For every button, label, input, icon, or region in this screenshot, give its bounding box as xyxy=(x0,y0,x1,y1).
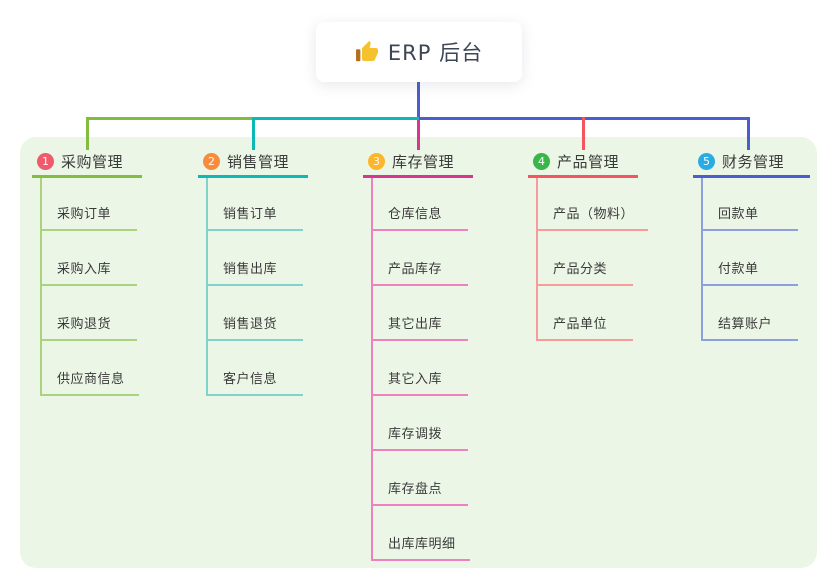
child-node-5-1[interactable]: 回款单 xyxy=(701,196,798,231)
branch-2-label: 销售管理 xyxy=(227,153,290,171)
branch-2-drop-line xyxy=(252,117,255,150)
branch-4-label: 产品管理 xyxy=(557,153,620,171)
branch-2-number-badge: 2 xyxy=(203,153,220,170)
branch-3-drop-line xyxy=(417,120,420,150)
child-node-5-2[interactable]: 付款单 xyxy=(701,251,798,286)
branch-1-children-stem-line xyxy=(40,178,42,396)
child-node-2-2[interactable]: 销售出库 xyxy=(206,251,303,286)
child-node-4-1[interactable]: 产品（物料） xyxy=(536,196,649,231)
branch-5-label: 财务管理 xyxy=(722,153,785,171)
child-label-5-1: 回款单 xyxy=(718,207,759,222)
child-label-2-3: 销售退货 xyxy=(223,317,278,332)
branch-node-4[interactable]: 4 产品管理 xyxy=(528,148,638,178)
root-node[interactable]: ERP 后台 xyxy=(316,22,522,82)
child-label-3-1: 仓库信息 xyxy=(388,207,443,222)
child-node-3-2[interactable]: 产品库存 xyxy=(371,251,468,286)
branch-5-number-badge: 5 xyxy=(698,153,715,170)
branch-4-drop-line xyxy=(582,117,585,150)
child-label-4-1: 产品（物料） xyxy=(553,207,635,222)
child-node-1-4[interactable]: 供应商信息 xyxy=(40,361,139,396)
child-label-2-2: 销售出库 xyxy=(223,262,278,277)
child-node-3-5[interactable]: 库存调拨 xyxy=(371,416,468,451)
branch-node-1[interactable]: 1 采购管理 xyxy=(32,148,142,178)
branch-5-children-stem-line xyxy=(701,178,703,341)
branch-1-label: 采购管理 xyxy=(61,153,124,171)
child-node-1-3[interactable]: 采购退货 xyxy=(40,306,137,341)
branch-node-2[interactable]: 2 销售管理 xyxy=(198,148,308,178)
child-node-4-3[interactable]: 产品单位 xyxy=(536,306,633,341)
child-label-3-5: 库存调拨 xyxy=(388,427,443,442)
branches-panel xyxy=(20,137,817,568)
root-stem-line xyxy=(417,82,420,119)
child-node-1-2[interactable]: 采购入库 xyxy=(40,251,137,286)
child-label-3-4: 其它入库 xyxy=(388,372,443,387)
child-node-4-2[interactable]: 产品分类 xyxy=(536,251,633,286)
child-label-1-4: 供应商信息 xyxy=(57,372,125,387)
child-node-1-1[interactable]: 采购订单 xyxy=(40,196,137,231)
branch-4-children-stem-line xyxy=(536,178,538,341)
child-label-3-7: 出库库明细 xyxy=(388,537,456,552)
branch-node-5[interactable]: 5 财务管理 xyxy=(693,148,810,178)
branch-5-drop-line xyxy=(747,117,750,150)
branch-3-number-badge: 3 xyxy=(368,153,385,170)
child-label-3-6: 库存盘点 xyxy=(388,482,443,497)
child-label-1-3: 采购退货 xyxy=(57,317,112,332)
child-label-2-1: 销售订单 xyxy=(223,207,278,222)
child-label-5-2: 付款单 xyxy=(718,262,759,277)
child-node-3-6[interactable]: 库存盘点 xyxy=(371,471,468,506)
branch-node-3[interactable]: 3 库存管理 xyxy=(363,148,473,178)
child-node-3-4[interactable]: 其它入库 xyxy=(371,361,468,396)
branch-3-children-stem-line xyxy=(371,178,373,561)
child-label-4-2: 产品分类 xyxy=(553,262,608,277)
child-label-2-4: 客户信息 xyxy=(223,372,278,387)
branch-3-label: 库存管理 xyxy=(392,153,455,171)
child-node-5-3[interactable]: 结算账户 xyxy=(701,306,798,341)
root-label: ERP 后台 xyxy=(387,41,484,65)
child-label-1-2: 采购入库 xyxy=(57,262,112,277)
child-node-2-1[interactable]: 销售订单 xyxy=(206,196,303,231)
child-label-3-2: 产品库存 xyxy=(388,262,443,277)
thumbs-up-icon xyxy=(355,40,379,64)
child-node-2-3[interactable]: 销售退货 xyxy=(206,306,303,341)
child-label-3-3: 其它出库 xyxy=(388,317,443,332)
child-node-3-1[interactable]: 仓库信息 xyxy=(371,196,468,231)
child-label-1-1: 采购订单 xyxy=(57,207,112,222)
child-node-3-3[interactable]: 其它出库 xyxy=(371,306,468,341)
branch-4-number-badge: 4 xyxy=(533,153,550,170)
child-label-5-3: 结算账户 xyxy=(718,317,773,332)
branch-2-children-stem-line xyxy=(206,178,208,396)
child-label-4-3: 产品单位 xyxy=(553,317,608,332)
branch-1-drop-line xyxy=(86,117,89,150)
branch-1-number-badge: 1 xyxy=(37,153,54,170)
child-node-2-4[interactable]: 客户信息 xyxy=(206,361,303,396)
child-node-3-7[interactable]: 出库库明细 xyxy=(371,526,470,561)
branch-2-horizontal-line xyxy=(253,117,419,120)
